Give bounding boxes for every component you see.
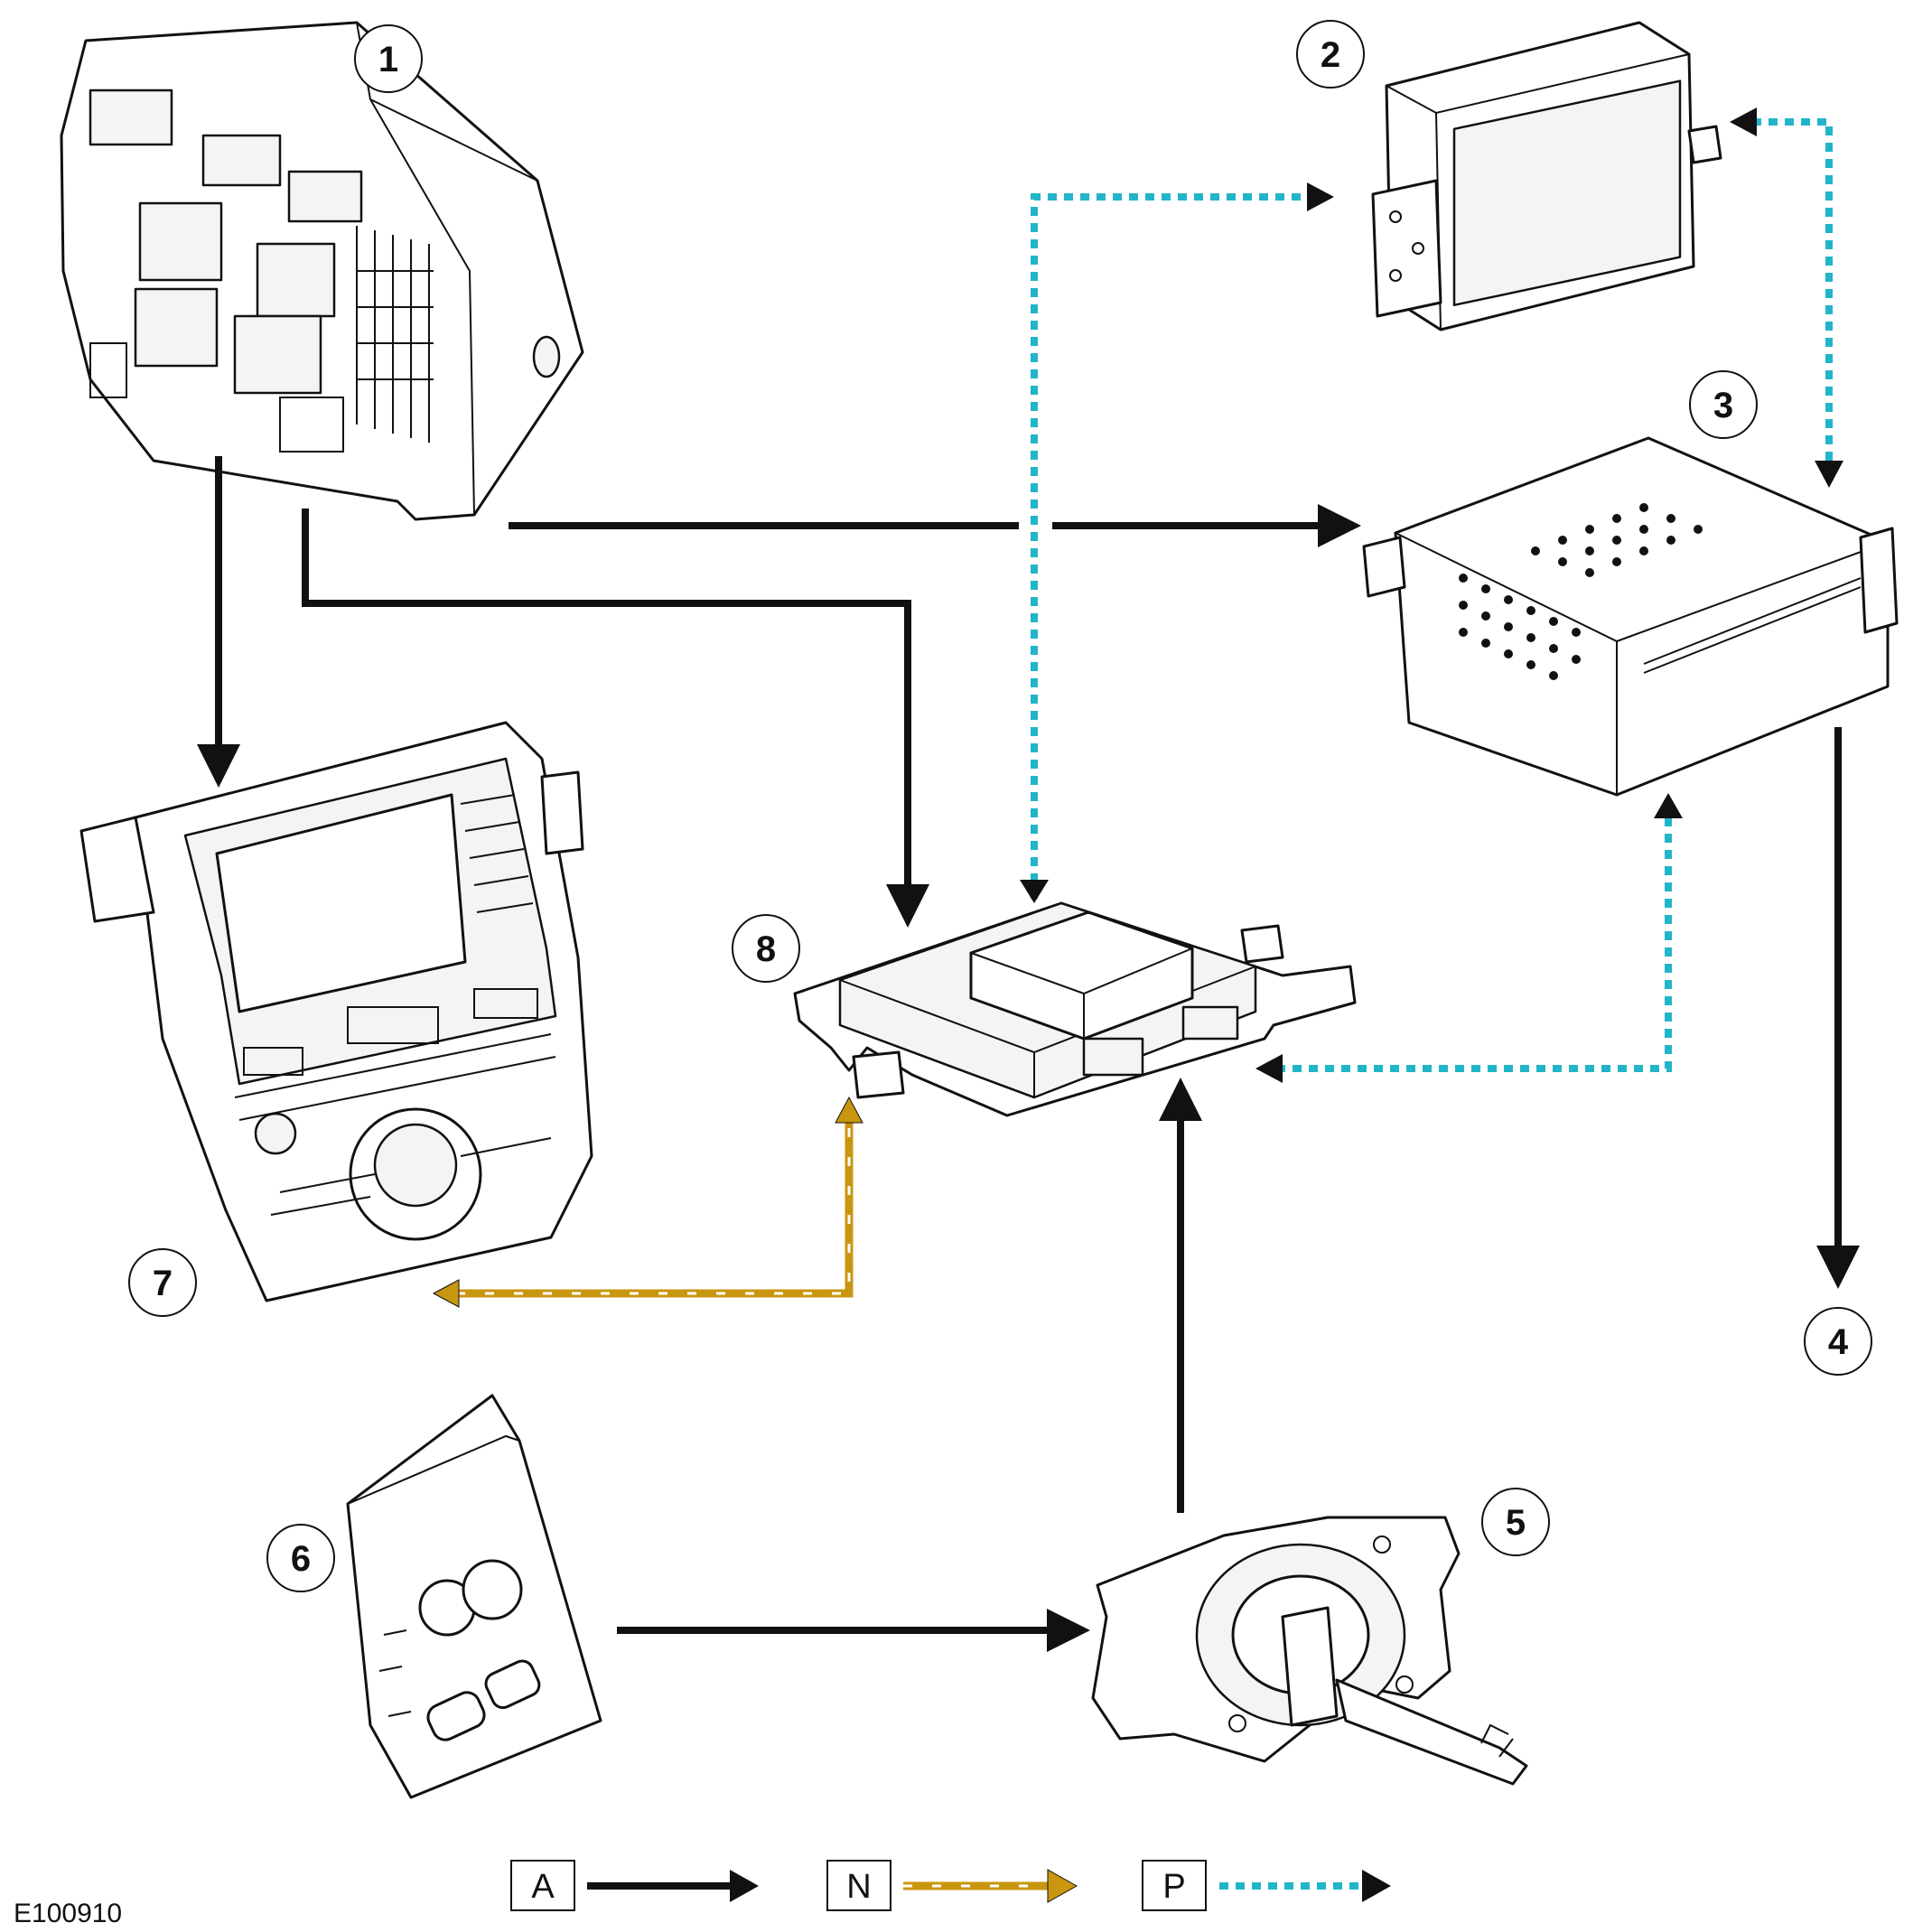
component-7-control-panel [79, 721, 593, 1302]
callout-3: 3 [1689, 370, 1758, 439]
component-1-junction-box [60, 21, 584, 521]
callout-5: 5 [1481, 1488, 1550, 1556]
svg-text:P: P [1162, 1868, 1185, 1906]
svg-text:4: 4 [1828, 1322, 1849, 1362]
wire-p-3-to-8 [1255, 793, 1683, 1083]
svg-text:7: 7 [153, 1264, 173, 1303]
svg-text:A: A [531, 1868, 555, 1906]
figure-reference: E100910 [14, 1899, 122, 1928]
svg-text:5: 5 [1506, 1503, 1526, 1543]
legend: A N P [510, 1860, 1391, 1911]
legend-item-a: A [510, 1860, 759, 1911]
wire-n-7-to-8 [432, 1096, 863, 1308]
callout-1: 1 [354, 24, 423, 93]
component-8-module [793, 901, 1357, 1117]
component-3-audio-unit [1362, 436, 1899, 797]
wire-a-1-to-8 [302, 509, 929, 928]
wire-p-2-to-3 [1730, 107, 1843, 488]
callout-7: 7 [128, 1248, 197, 1317]
callout-8: 8 [732, 914, 800, 983]
svg-text:1: 1 [378, 40, 398, 79]
svg-text:8: 8 [756, 929, 776, 969]
svg-text:3: 3 [1713, 386, 1733, 425]
component-6-switch-pack [346, 1394, 602, 1799]
callout-4: 4 [1804, 1307, 1872, 1376]
legend-item-p: P [1142, 1860, 1391, 1911]
svg-text:6: 6 [291, 1539, 311, 1579]
component-5-clockspring [1091, 1516, 1528, 1786]
legend-item-n: N [826, 1860, 1078, 1911]
component-2-display-module [1371, 21, 1722, 331]
svg-text:N: N [846, 1868, 871, 1906]
callout-2: 2 [1296, 20, 1365, 89]
wire-p-8-to-2 [1020, 182, 1334, 903]
svg-text:2: 2 [1321, 35, 1340, 75]
callout-6: 6 [266, 1524, 335, 1592]
